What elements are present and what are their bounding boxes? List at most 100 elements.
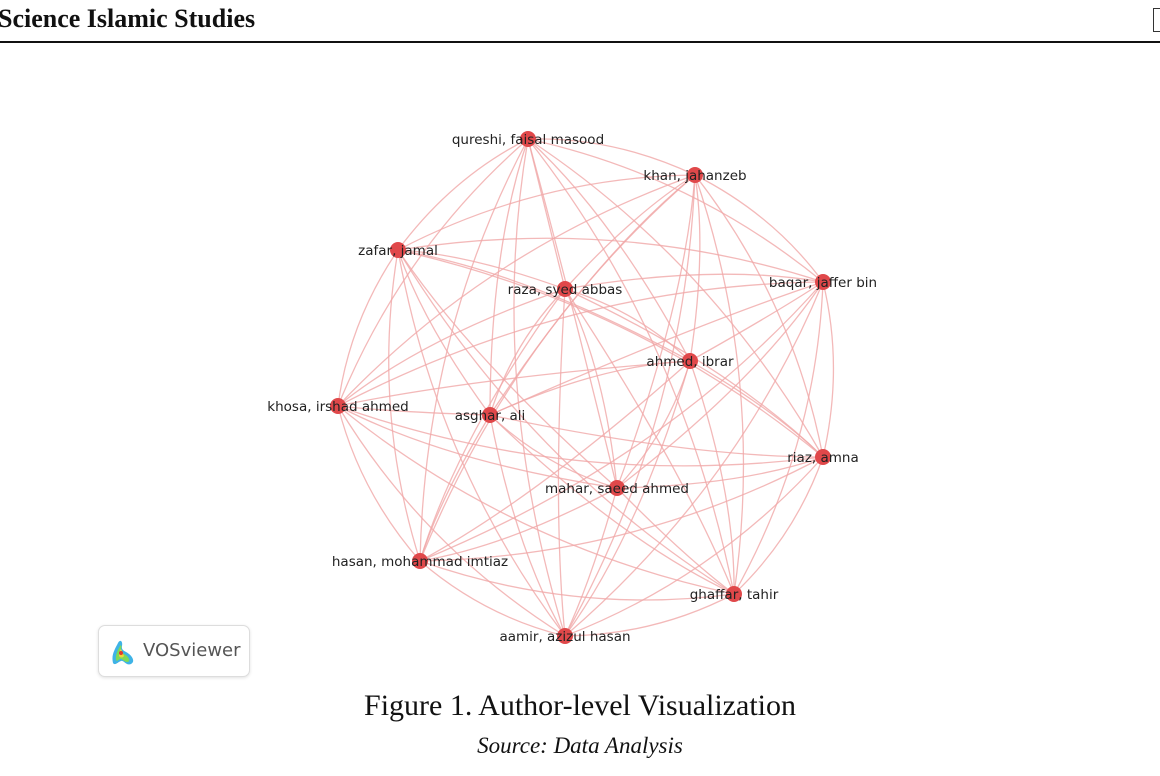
edge-khan-riaz [694, 174, 824, 458]
node-zafar [390, 242, 406, 258]
edge-khan-ghaffar [694, 174, 745, 595]
node-raza [557, 281, 573, 297]
edge-ahmed-asghar [489, 360, 691, 416]
edge-khan-zafar [397, 174, 696, 251]
edge-mahar-hasan [419, 487, 618, 562]
edge-raza-mahar [564, 288, 618, 489]
edge-khan-ahmed [689, 174, 701, 362]
node-label-mahar: mahar, saeed ahmed [545, 481, 689, 497]
edge-khan-baqar [694, 174, 824, 283]
edge-ahmed-riaz [689, 360, 824, 458]
edge-baqar-khosa [337, 281, 824, 407]
edge-baqar-asghar [489, 281, 824, 416]
node-qureshi [520, 131, 536, 147]
edge-khosa-aamir [337, 405, 566, 637]
node-ahmed [682, 353, 698, 369]
node-riaz [815, 449, 831, 465]
edge-qureshi-aamir [513, 138, 566, 637]
edge-ahmed-hasan [419, 360, 691, 562]
node-asghar [482, 407, 498, 423]
edge-khosa-mahar [337, 405, 618, 489]
edge-khosa-asghar [337, 405, 491, 416]
edge-baqar-riaz [822, 281, 835, 458]
edge-riaz-aamir [564, 456, 824, 637]
edge-asghar-ghaffar [489, 414, 735, 595]
edge-riaz-mahar [616, 456, 824, 489]
header-rule [0, 41, 1160, 43]
node-label-asghar: asghar, ali [455, 408, 526, 424]
edge-zafar-asghar [397, 249, 491, 416]
edge-raza-asghar [489, 288, 566, 416]
edge-asghar-riaz [489, 414, 824, 458]
edge-zafar-ghaffar [397, 249, 735, 595]
edge-raza-khosa [337, 288, 566, 407]
network-labels: qureshi, faisal masood khan, jahanzeb zafa… [267, 132, 877, 645]
edge-riaz-ghaffar [733, 456, 824, 595]
network-edges [337, 138, 835, 637]
edge-zafar-hasan [388, 249, 421, 562]
edge-khosa-riaz [337, 405, 824, 467]
network-nodes [330, 131, 831, 644]
node-khan [687, 167, 703, 183]
node-khosa [330, 398, 346, 414]
vosviewer-badge: VOSviewer [98, 625, 250, 677]
edge-khosa-hasan [337, 405, 421, 562]
edge-ahmed-ghaffar [689, 360, 735, 595]
edge-qureshi-riaz [527, 138, 824, 458]
node-mahar [609, 480, 625, 496]
node-label-qureshi: qureshi, faisal masood [452, 132, 604, 148]
node-label-ahmed: ahmed, ibrar [646, 354, 734, 370]
edge-raza-ahmed [564, 288, 691, 362]
edge-qureshi-khosa [337, 138, 529, 407]
edge-ahmed-khosa [337, 360, 691, 407]
edge-qureshi-zafar [397, 138, 529, 251]
node-hasan [412, 553, 428, 569]
edge-hasan-aamir [419, 560, 566, 637]
edge-baqar-ghaffar [733, 281, 824, 595]
vosviewer-logo-icon [112, 640, 134, 665]
edge-baqar-hasan [419, 281, 824, 562]
edge-zafar-raza [397, 249, 566, 290]
edge-hasan-ghaffar [419, 560, 735, 601]
edge-zafar-khosa [337, 249, 399, 407]
edge-khan-aamir [564, 174, 696, 637]
edge-baqar-ahmed [689, 281, 824, 362]
edge-khan-raza [564, 174, 696, 290]
edge-qureshi-asghar [489, 138, 529, 416]
node-label-khan: khan, jahanzeb [643, 168, 746, 184]
edge-zafar-baqar [397, 237, 824, 283]
node-label-zafar: zafar, jamal [358, 243, 438, 259]
edge-ghaffar-aamir [564, 593, 735, 637]
edge-qureshi-khan [527, 138, 696, 176]
node-ghaffar [726, 586, 742, 602]
journal-title: Science Islamic Studies [0, 4, 256, 33]
node-label-riaz: riaz, amna [787, 450, 859, 466]
edge-zafar-riaz [397, 249, 824, 458]
node-aamir [557, 628, 573, 644]
node-label-ghaffar: ghaffar, tahir [690, 587, 779, 603]
node-label-hasan: hasan, mohammad imtiaz [332, 554, 508, 570]
page-edge-mark [1153, 8, 1160, 32]
edge-baqar-aamir [564, 281, 824, 637]
node-baqar [815, 274, 831, 290]
node-label-aamir: aamir, azizul hasan [499, 629, 630, 645]
node-label-khosa: khosa, irshad ahmed [267, 399, 408, 415]
edge-qureshi-ahmed [527, 138, 691, 362]
edge-khosa-ghaffar [337, 405, 735, 595]
page-header: Science Islamic Studies [0, 0, 1160, 44]
edge-riaz-hasan [419, 456, 824, 562]
edge-raza-baqar [564, 273, 824, 290]
figure-source: Source: Data Analysis [477, 733, 683, 758]
node-label-raza: raza, syed abbas [508, 282, 623, 298]
figure-caption: Figure 1. Author-level Visualization [364, 689, 796, 722]
edge-baqar-mahar [616, 281, 824, 489]
edge-raza-aamir [557, 288, 566, 637]
edge-raza-ghaffar [564, 288, 735, 595]
node-label-baqar: baqar, jaffer bin [769, 275, 877, 291]
edge-qureshi-hasan [419, 138, 529, 562]
edge-asghar-hasan [419, 414, 491, 562]
edge-mahar-ghaffar [616, 487, 735, 595]
edge-zafar-ahmed [397, 249, 691, 362]
edge-ahmed-aamir [564, 360, 691, 637]
edge-mahar-aamir [564, 487, 618, 637]
